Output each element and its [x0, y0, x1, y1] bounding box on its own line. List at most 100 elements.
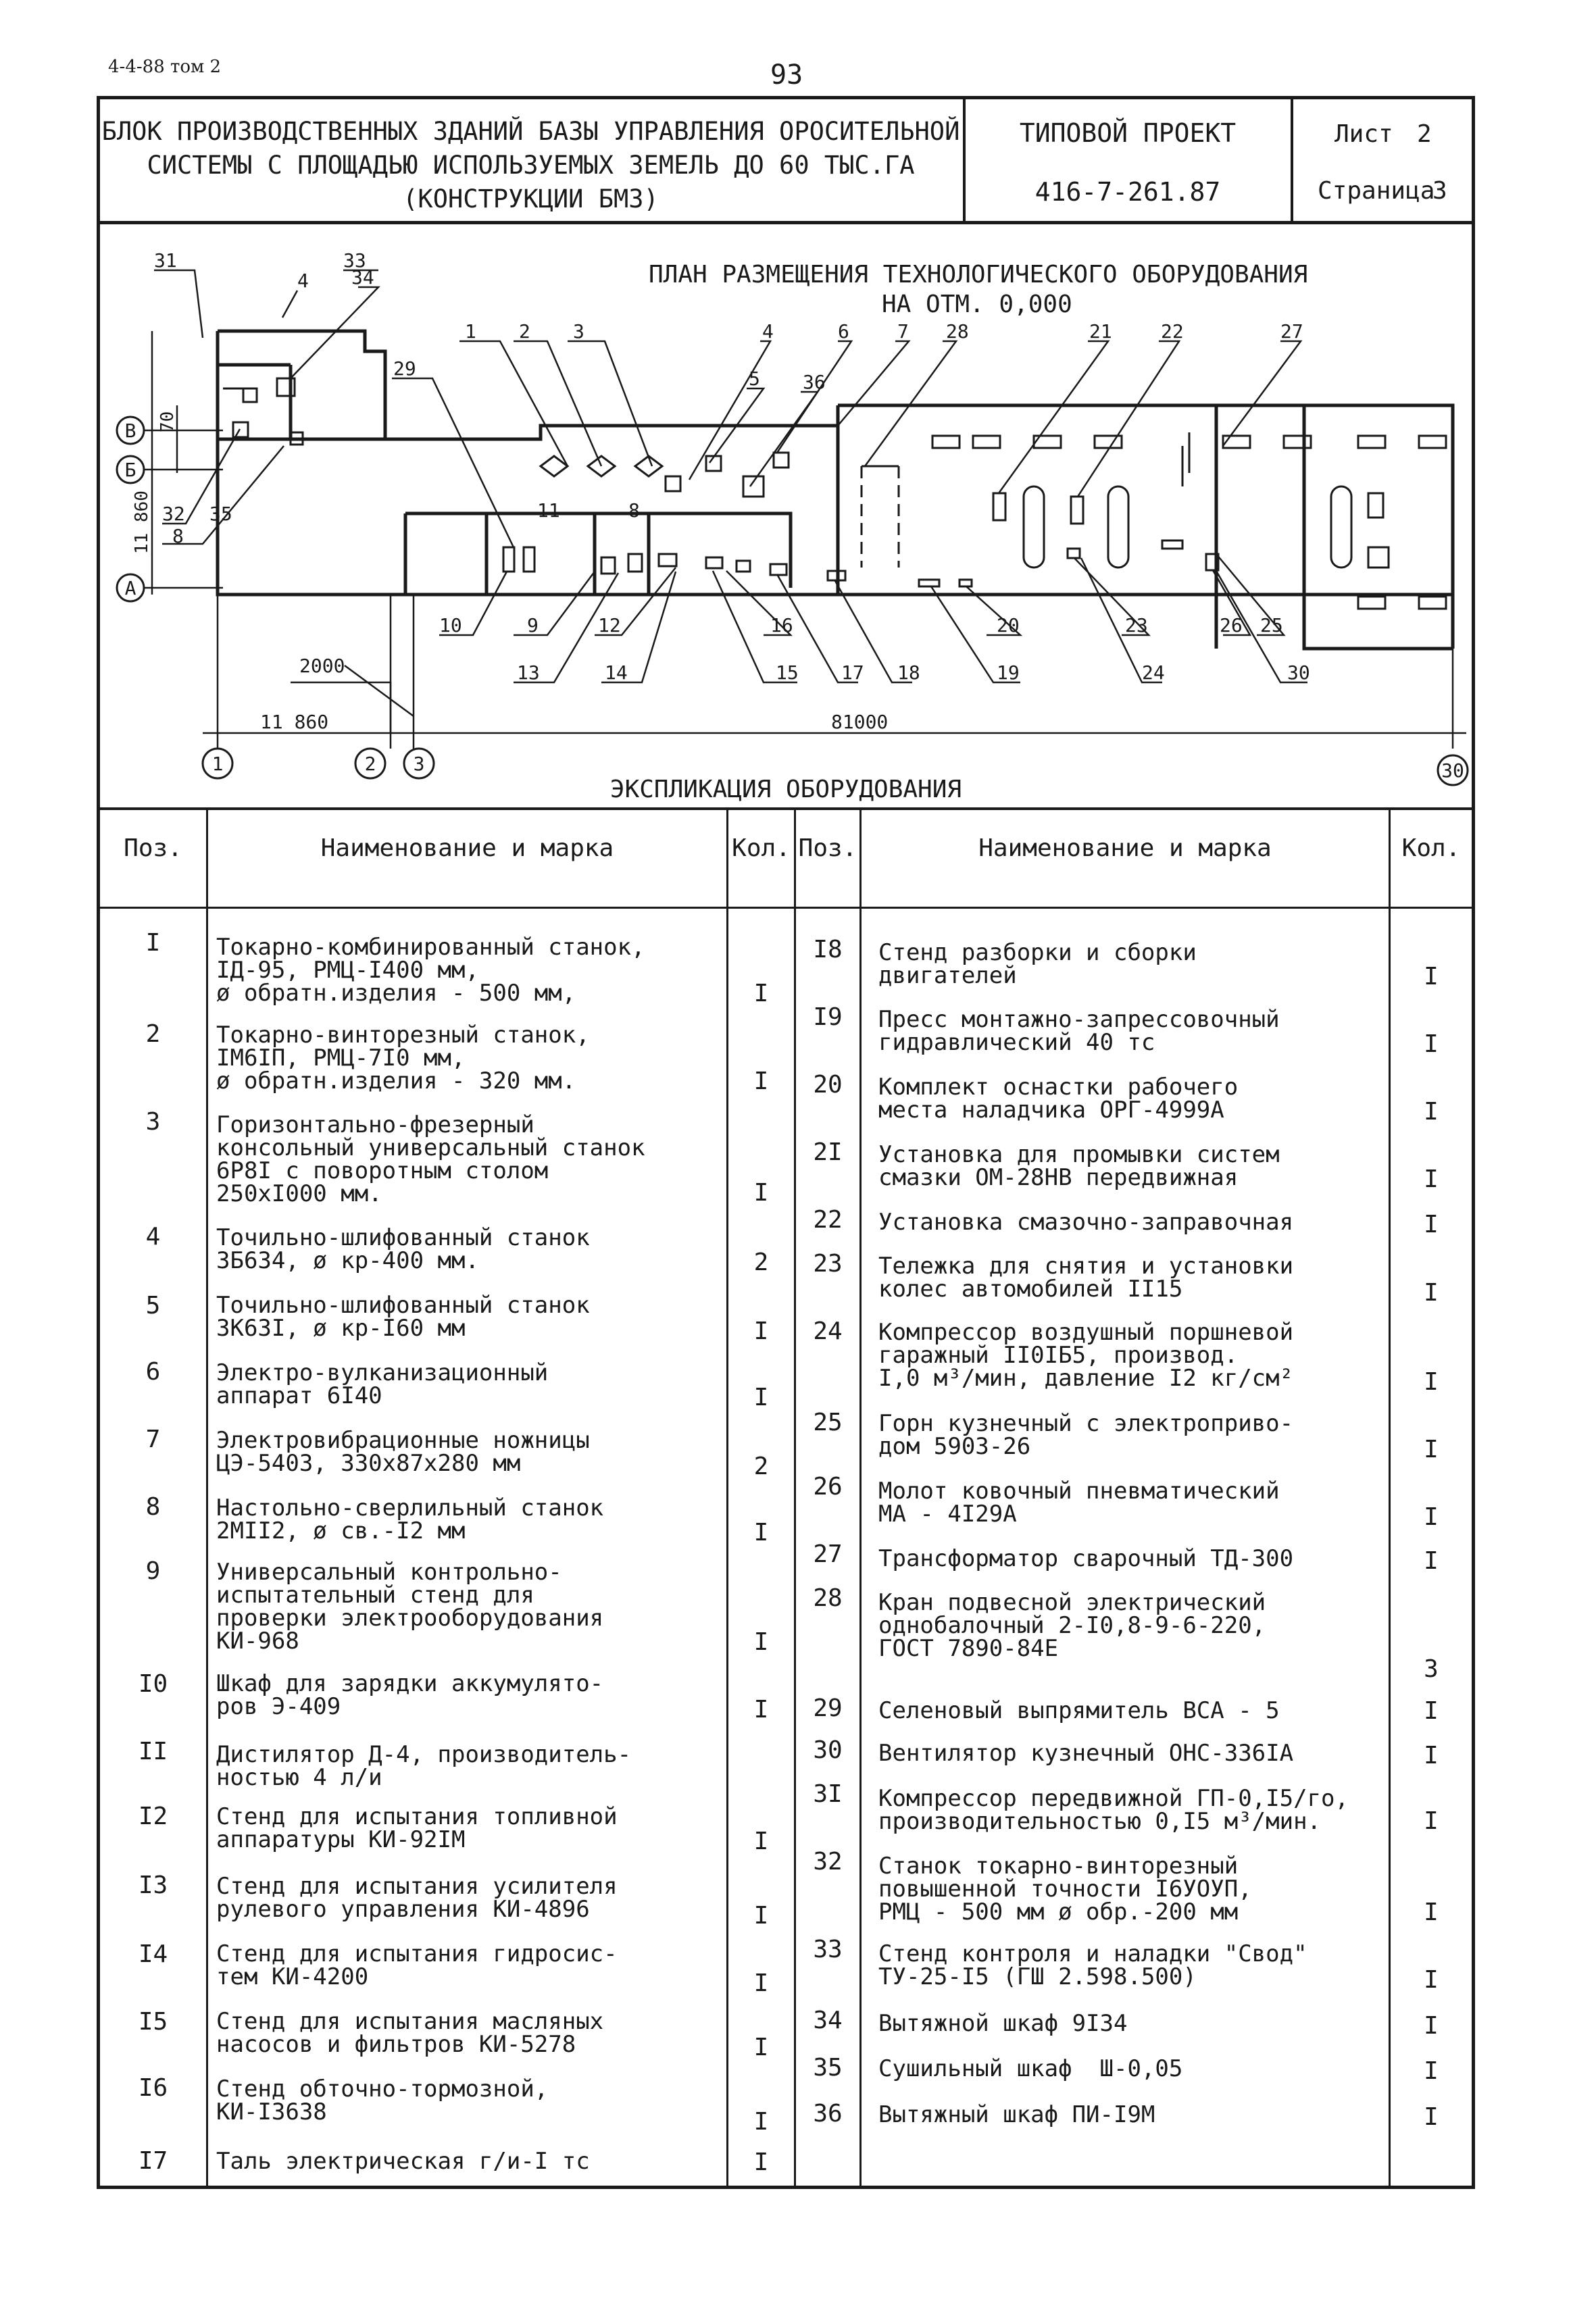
column-markers [931, 434, 1447, 610]
callout-4b: 4 [762, 320, 774, 343]
row-pos: I0 [138, 1670, 168, 1698]
row-qty: I [753, 2108, 769, 2136]
dim-2000: 2000 [299, 655, 345, 677]
row-name: Стенд для испытания усилителя рулевого у… [216, 1873, 618, 1923]
row-qty: I [1424, 1547, 1439, 1575]
header-pos-right: Поз. [798, 834, 857, 862]
row-pos: I2 [138, 1803, 168, 1830]
col-line-3 [794, 807, 796, 2189]
callout-2: 2 [519, 320, 530, 343]
callout-29: 29 [393, 357, 416, 380]
callout-27: 27 [1280, 320, 1303, 343]
row-name: Токарно-комбинированный станок, IД-95, Р… [216, 934, 645, 1007]
project-label: ТИПОВОЙ ПРОЕКТ [1019, 118, 1237, 148]
row-pos: 9 [145, 1557, 161, 1585]
row-pos: 28 [813, 1584, 843, 1612]
row-name: Вытяжной шкаф 9I34 [878, 2010, 1128, 2037]
callout-19: 19 [997, 661, 1020, 684]
drawing-frame [97, 223, 1475, 2189]
title-divider-2 [1291, 96, 1293, 224]
row-name: Электро-вулканизационный аппарат 6I40 [216, 1359, 549, 1409]
callout-32: 32 [162, 503, 185, 525]
callout-8b: 8 [628, 499, 640, 522]
header-qty-right: Кол. [1401, 834, 1461, 862]
row-qty: I [1424, 1966, 1439, 1994]
row-qty: I [753, 1628, 769, 1656]
row-name: Пресс монтажно-запрессовочный гидравличе… [878, 1006, 1280, 1056]
row-qty: 3 [1424, 1655, 1439, 1683]
header-qty-left: Кол. [732, 834, 791, 862]
dim-11860: 11 860 [260, 711, 328, 733]
axis-30: 30 [1441, 759, 1464, 782]
row-name: Стенд контроля и наладки "Свод" ТУ-25-I5… [878, 1940, 1307, 1990]
row-name: Тележка для снятия и установки колес авт… [878, 1253, 1294, 1303]
row-name: Молот ковочный пневматический МА - 4I29А [878, 1478, 1280, 1528]
row-name: Настольно-сверлильный станок 2МII2, ø св… [216, 1494, 604, 1544]
header-name-left: Наименование и марка [320, 834, 614, 862]
axis-3: 3 [414, 753, 425, 775]
callout-16: 16 [770, 614, 793, 636]
title-line-3: (КОНСТРУКЦИИ БМЗ) [403, 184, 659, 213]
table-title: ЭКСПЛИКАЦИЯ ОБОРУДОВАНИЯ [609, 776, 962, 803]
row-qty: I [1424, 1165, 1439, 1193]
row-name: Электровибрационные ножницы ЦЭ-5403, 330… [216, 1427, 590, 1477]
table-header-border [97, 907, 1475, 909]
callout-12: 12 [598, 614, 621, 636]
row-pos: 3 [145, 1108, 161, 1136]
callout-6: 6 [838, 320, 849, 343]
row-pos: 8 [145, 1493, 161, 1521]
callout-8a: 8 [172, 525, 184, 547]
callout-3: 3 [573, 320, 584, 343]
row-pos: 5 [145, 1292, 161, 1319]
page-value: 3 [1432, 177, 1447, 205]
callout-26: 26 [1220, 614, 1243, 636]
title-line-2: СИСТЕМЫ С ПЛОЩАДЬЮ ИСПОЛЬЗУЕМЫХ ЗЕМЕЛЬ Д… [147, 151, 915, 180]
callout-20: 20 [997, 614, 1020, 636]
dim-70: 70 [157, 411, 178, 432]
callout-9: 9 [527, 614, 539, 636]
row-pos: I8 [813, 936, 843, 963]
row-name: Стенд разборки и сборки двигателей [878, 939, 1197, 989]
col-line-4 [859, 807, 862, 2189]
row-qty: I [1424, 1697, 1439, 1725]
row-pos: II [138, 1738, 168, 1765]
row-pos: 6 [145, 1358, 161, 1386]
callout-25: 25 [1260, 614, 1283, 636]
callout-18: 18 [897, 661, 920, 684]
row-pos: I3 [138, 1871, 168, 1899]
page-label: Страница [1318, 177, 1435, 205]
table-top-border [97, 807, 1475, 810]
callout-22: 22 [1161, 320, 1184, 343]
sheet-value: 2 [1417, 120, 1432, 148]
row-qty: I [1424, 2012, 1439, 2040]
row-qty: I [753, 1519, 769, 1546]
callout-14: 14 [605, 661, 628, 684]
sheet-label: Лист [1335, 120, 1393, 148]
axis-b: Б [125, 459, 136, 481]
left-dimension-lines [144, 331, 223, 595]
row-pos: 36 [813, 2100, 843, 2128]
row-name: Сушильный шкаф Ш-0,05 [878, 2055, 1183, 2082]
row-qty: I [1424, 1368, 1439, 1396]
doc-reference: 4-4-88 том 2 [108, 57, 222, 77]
callout-33: 33 [343, 249, 366, 272]
equipment-symbols [232, 377, 1390, 588]
row-qty: 2 [753, 1249, 769, 1276]
callout-28: 28 [946, 320, 969, 343]
floor-plan: ПЛАН РАЗМЕЩЕНИЯ ТЕХНОЛОГИЧЕСКОГО ОБОРУДО… [116, 249, 1469, 786]
col-line-2 [726, 807, 728, 2189]
row-qty: I [1424, 1030, 1439, 1058]
row-pos: 34 [813, 2007, 843, 2034]
callouts-left: 32 8 35 11 8 [162, 499, 640, 547]
bottom-axis-bubbles [201, 747, 1469, 786]
row-name: Горн кузнечный с электроприво- дом 5903-… [878, 1410, 1294, 1460]
wall-segments [223, 387, 1191, 568]
project-code: 416-7-261.87 [1034, 177, 1221, 207]
axis-v: В [125, 420, 136, 442]
row-name: Комплект оснастки рабочего места наладчи… [878, 1074, 1239, 1124]
col-line-1 [206, 807, 208, 2189]
row-name: Таль электрическая г/и-I тс [216, 2148, 590, 2175]
row-name: Токарно-винторезный станок, IМ6IП, РМЦ-7… [216, 1022, 590, 1095]
plan-title-line-2: НА ОТМ. 0,000 [882, 291, 1072, 318]
row-name: Точильно-шлифованный станок 3К63I, ø кр-… [216, 1292, 590, 1342]
